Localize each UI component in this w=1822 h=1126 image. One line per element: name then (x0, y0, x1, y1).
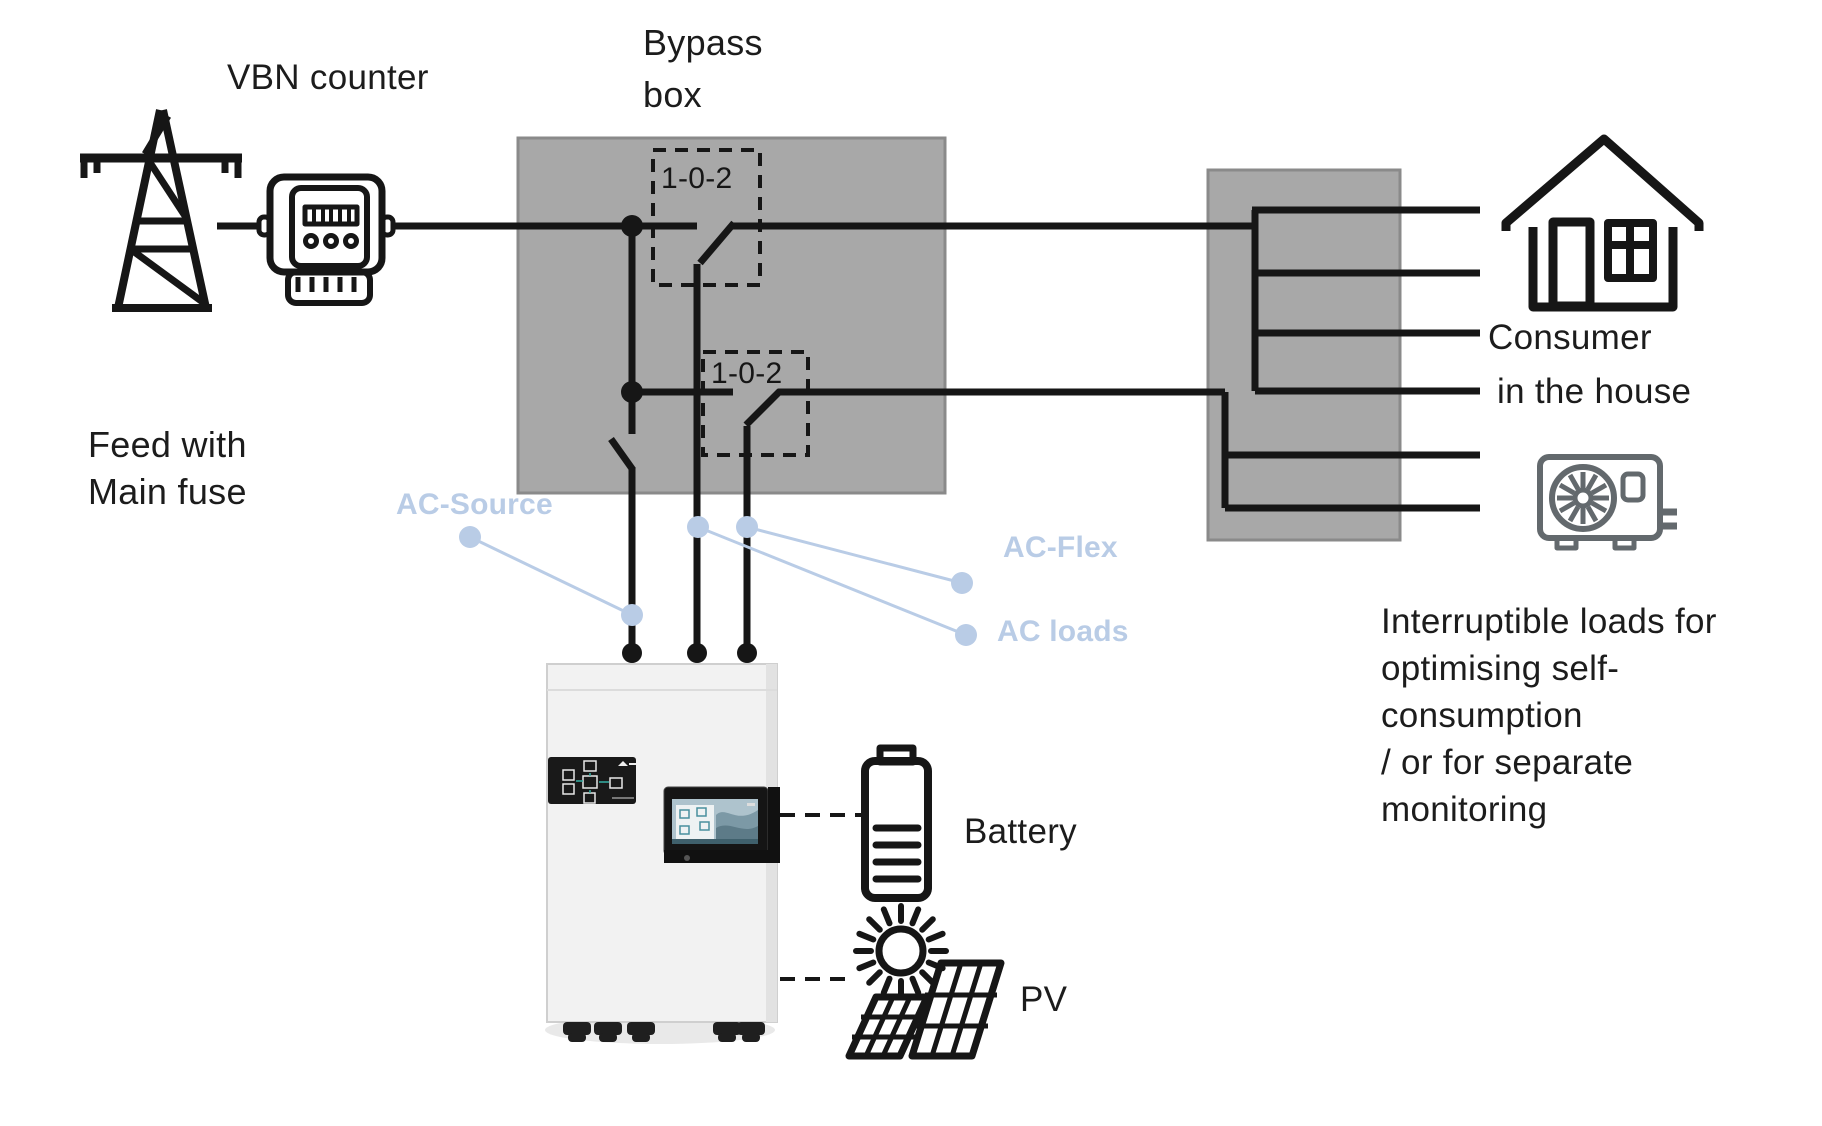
inverter-illustration (545, 663, 780, 1044)
brand-logo-mark (618, 761, 628, 766)
terminal-dot-acloads (737, 643, 757, 663)
interruptible-loads-label: Interruptible loads for optimising self-… (1381, 598, 1717, 833)
switch-top-label: 1-0-2 (661, 162, 733, 195)
fan-blades (1557, 472, 1609, 524)
interruptible-line-3: consumption (1381, 696, 1583, 735)
bypass-box-label-line1: Bypass (643, 22, 763, 63)
callouts (459, 516, 977, 646)
status-panel-links (576, 773, 609, 793)
display-bottom-bar (664, 850, 780, 863)
changeover-switch-box-bottom (701, 350, 810, 457)
bypass-box-label-line2: box (643, 74, 702, 115)
bypass-box-enclosure (516, 136, 947, 495)
inverter-status-panel (548, 757, 636, 804)
sun-rays (853, 903, 949, 999)
ac-source-label: AC-Source (396, 488, 553, 521)
consumer-label-line2: in the house (1497, 372, 1692, 411)
terminal-dot-acsource (622, 643, 642, 663)
acsource-callout-line (469, 535, 633, 617)
battery-charge-bars (872, 824, 922, 883)
pv-label: PV (1020, 980, 1068, 1019)
switch1-blade (697, 220, 737, 266)
feed-label-line2: Main fuse (88, 471, 247, 512)
pipes (1660, 508, 1677, 530)
fan-hub (1572, 487, 1594, 509)
acflex-callout-dot-label (951, 572, 973, 594)
panel-fine-print (612, 797, 634, 799)
battery-label: Battery (964, 812, 1077, 851)
acsource-callout-dot-wire (621, 604, 643, 626)
transmission-tower-icon (80, 109, 242, 312)
interruptible-line-5: monitoring (1381, 790, 1548, 829)
house-icon (1501, 134, 1704, 312)
fan-ring (1549, 464, 1617, 532)
acloads-callout-dot-wire (687, 516, 709, 538)
acloads-callout-dot-label (955, 624, 977, 646)
ac-flex-label: AC-Flex (1003, 531, 1118, 564)
air-conditioner-icon (1537, 454, 1677, 551)
feed-label-line1: Feed with (88, 424, 247, 465)
house-door (1548, 217, 1595, 311)
acsource-switch-blade (608, 436, 636, 473)
cable-glands (563, 1022, 765, 1042)
electricity-meter-icon (256, 173, 396, 306)
acflex-callout-line (746, 525, 963, 585)
distribution-box-enclosure (1206, 168, 1402, 542)
changeover-switch-box-top (651, 148, 762, 287)
sun-icon (875, 925, 927, 977)
battery-icon (861, 744, 932, 902)
vbn-counter-label: VBN counter (227, 58, 429, 97)
ac-loads-label: AC loads (997, 615, 1129, 648)
consumer-label-line1: Consumer (1488, 318, 1652, 357)
display-side-bar (768, 787, 780, 863)
terminal-dot-acflex (687, 643, 707, 663)
acsource-callout-dot-label (459, 526, 481, 548)
acloads-callout-line (697, 525, 967, 637)
interruptible-line-2: optimising self- (1381, 649, 1620, 688)
interruptible-line-1: Interruptible loads for (1381, 602, 1717, 641)
switch2-blade (743, 388, 783, 428)
solar-pv-icon (845, 903, 1005, 1060)
acflex-callout-dot-wire (736, 516, 758, 538)
switch-bottom-label: 1-0-2 (711, 357, 783, 390)
interruptible-line-4: / or for separate (1381, 743, 1634, 782)
screen-flow-boxes (679, 807, 710, 835)
display-button (684, 855, 690, 861)
